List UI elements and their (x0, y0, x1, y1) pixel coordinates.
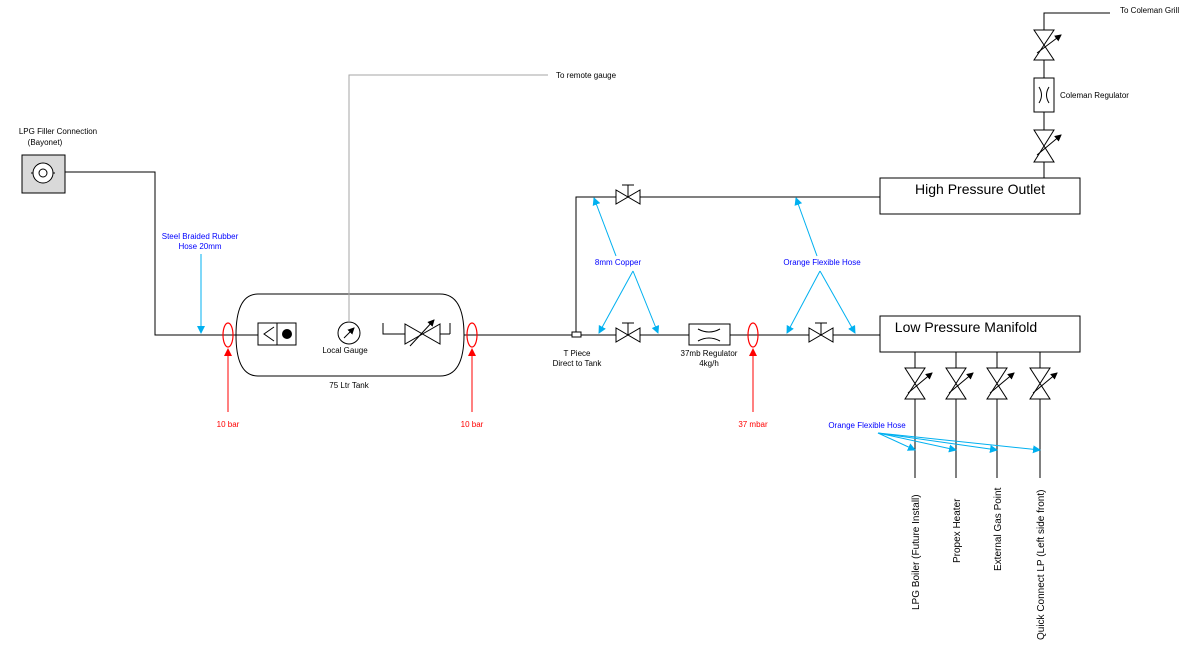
low-pressure-manifold-box (879, 315, 1081, 353)
outlet-3 (986, 352, 1015, 478)
regulator-icon (688, 323, 731, 346)
orange-hose-arrow-4 (877, 432, 1041, 454)
outlet-label-3: External Gas Point (993, 487, 1004, 571)
hp-valve-icon (615, 184, 641, 205)
lp-valve-icon (615, 322, 641, 343)
coleman-regulator-label: Coleman Regulator (1060, 91, 1129, 100)
high-pressure-label: High Pressure Outlet (915, 181, 1045, 197)
copper-label: 8mm Copper (595, 258, 642, 267)
pressure-label-low: 37 mbar (738, 420, 768, 429)
check-valve-icon (257, 322, 297, 346)
coleman-valve-top-icon (1033, 29, 1062, 61)
low-pressure-label: Low Pressure Manifold (895, 319, 1037, 335)
regulator-label-1: 37mb Regulator (681, 349, 738, 358)
pressure-ring-low (747, 322, 759, 348)
outlet-1 (904, 352, 933, 478)
orange-hose-bottom-label: Orange Flexible Hose (828, 421, 906, 430)
copper-arrow-left (598, 270, 634, 334)
hose-label-2: Hose 20mm (178, 242, 221, 251)
orange-hose-arrow-right (819, 270, 856, 334)
tpiece-icon (571, 331, 582, 338)
hose-label-1: Steel Braided Rubber (162, 232, 239, 241)
remote-gauge-line (348, 74, 548, 322)
orange-hose-arrow-3 (877, 432, 998, 453)
gauge-icon (337, 321, 361, 345)
orange-hose-top-label: Orange Flexible Hose (783, 258, 861, 267)
orange-hose-arrow-2 (877, 432, 957, 453)
tpiece-label-1: T Piece (564, 349, 592, 358)
coleman-regulator-icon (1033, 77, 1055, 113)
tank-label: 75 Ltr Tank (329, 381, 369, 390)
filler-connection (21, 154, 66, 194)
coleman-grill-label: To Coleman Grill (1120, 6, 1179, 15)
orange-hose-arrow-top (794, 197, 818, 257)
remote-gauge-label: To remote gauge (556, 71, 617, 80)
pressure-label-left: 10 bar (217, 420, 240, 429)
tank-outlet-valve-icon (404, 319, 441, 347)
filler-label-1: LPG Filler Connection (19, 127, 97, 136)
orange-hose-arrow-left (786, 270, 821, 334)
tpiece-label-2: Direct to Tank (553, 359, 603, 368)
outlet-2 (945, 352, 974, 478)
pipe-filler-to-tank (65, 171, 258, 336)
outlet-4 (1029, 352, 1058, 478)
pipe-hp-branch (575, 196, 616, 332)
pipe-coleman (1043, 12, 1110, 178)
orange-hose-arrow-1 (877, 432, 916, 451)
pressure-ring-mid (466, 322, 478, 348)
copper-arrow-right (632, 270, 660, 334)
outlet-label-1: LPG Boiler (Future Install) (911, 494, 922, 610)
regulator-label-2: 4kg/h (699, 359, 719, 368)
high-pressure-outlet-box (879, 177, 1081, 215)
tank-outlet-bracket (382, 323, 405, 335)
pressure-ring-left (222, 322, 234, 348)
tank-body (235, 293, 465, 377)
pressure-label-mid: 10 bar (461, 420, 484, 429)
copper-arrow-top (592, 197, 617, 257)
outlet-label-2: Propex Heater (952, 498, 963, 563)
outlet-label-4: Quick Connect LP (Left side front) (1036, 490, 1047, 640)
local-gauge-label: Local Gauge (322, 346, 368, 355)
manifold-valve-icon (808, 322, 834, 343)
coleman-valve-bottom-icon (1033, 129, 1062, 163)
filler-label-2: (Bayonet) (28, 138, 63, 147)
